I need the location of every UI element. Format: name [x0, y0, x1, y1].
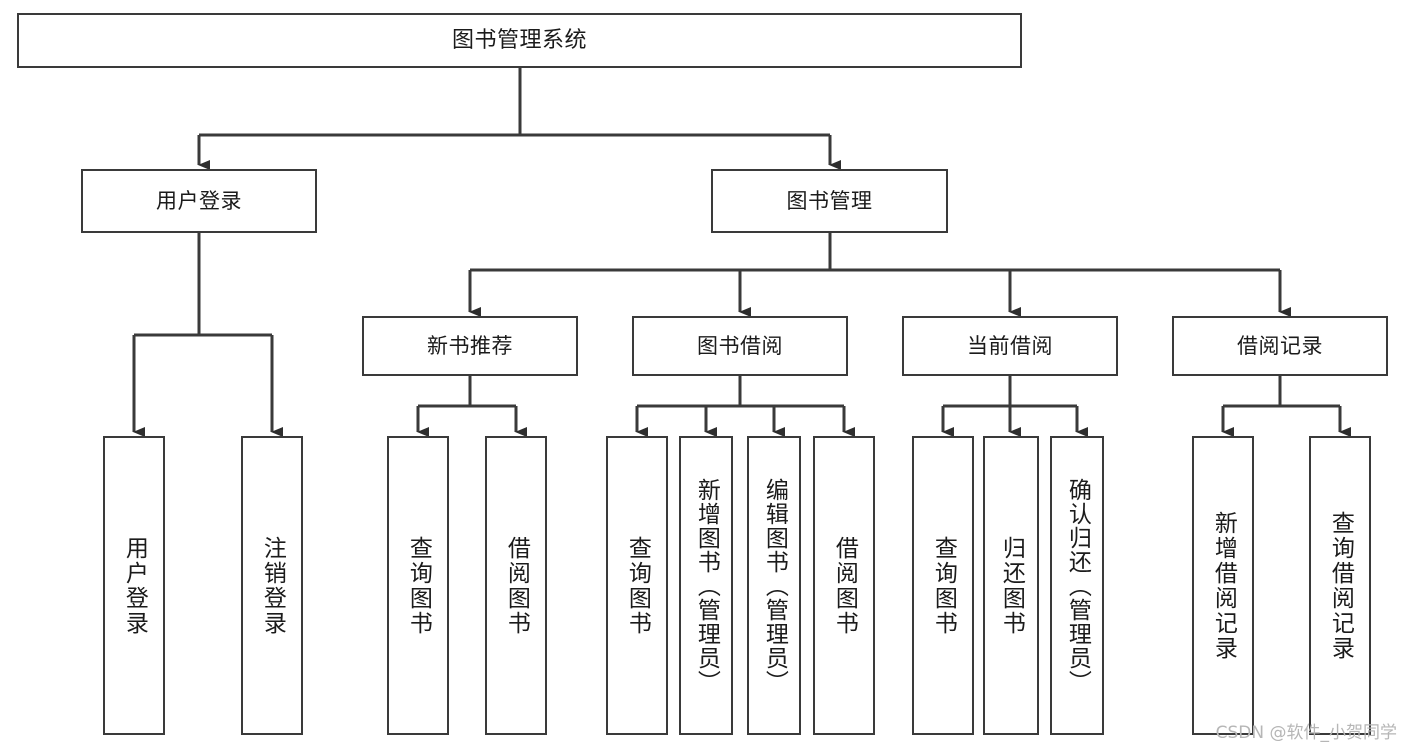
node-label: 新增图书（管理员）: [693, 477, 720, 694]
node-label: 查询图书: [930, 535, 957, 636]
leaf-add-book-admin[interactable]: 新增图书（管理员）: [679, 436, 733, 735]
leaf-return-book[interactable]: 归还图书: [983, 436, 1039, 735]
node-label: 查询借阅记录: [1327, 510, 1354, 661]
node-root-book-management-system[interactable]: 图书管理系统: [17, 13, 1022, 68]
leaf-user-login[interactable]: 用户登录: [103, 436, 165, 735]
csdn-watermark: CSDN @软件_小贺同学: [1215, 723, 1397, 743]
leaf-add-borrow-record[interactable]: 新增借阅记录: [1192, 436, 1254, 735]
node-new-book-recommend[interactable]: 新书推荐: [362, 316, 578, 376]
node-label: 新增借阅记录: [1210, 510, 1237, 661]
node-label: 图书借阅: [697, 333, 783, 358]
node-book-borrow[interactable]: 图书借阅: [632, 316, 848, 376]
leaf-query-borrow-record[interactable]: 查询借阅记录: [1309, 436, 1371, 735]
node-label: 图书管理: [786, 188, 873, 213]
leaf-query-book-current[interactable]: 查询图书: [912, 436, 974, 735]
node-label: 借阅记录: [1237, 333, 1323, 358]
node-label: 新书推荐: [427, 333, 513, 358]
node-label: 借阅图书: [503, 535, 530, 636]
node-label: 确认归还（管理员）: [1064, 477, 1091, 694]
node-label: 借阅图书: [831, 535, 858, 636]
node-label: 用户登录: [121, 535, 148, 636]
node-user-login[interactable]: 用户登录: [81, 169, 317, 233]
node-borrow-record[interactable]: 借阅记录: [1172, 316, 1388, 376]
node-label: 注销登录: [259, 535, 286, 636]
leaf-query-book-recommend[interactable]: 查询图书: [387, 436, 449, 735]
node-label: 查询图书: [405, 535, 432, 636]
node-label: 图书管理系统: [451, 27, 587, 53]
leaf-confirm-return-admin[interactable]: 确认归还（管理员）: [1050, 436, 1104, 735]
node-current-borrow[interactable]: 当前借阅: [902, 316, 1118, 376]
leaf-borrow-book-recommend[interactable]: 借阅图书: [485, 436, 547, 735]
node-label: 用户登录: [156, 188, 242, 213]
node-label: 编辑图书（管理员）: [761, 477, 788, 694]
leaf-query-book-borrow[interactable]: 查询图书: [606, 436, 668, 735]
leaf-logout[interactable]: 注销登录: [241, 436, 303, 735]
node-book-management[interactable]: 图书管理: [711, 169, 948, 233]
leaf-borrow-book[interactable]: 借阅图书: [813, 436, 875, 735]
node-label: 查询图书: [624, 535, 651, 636]
leaf-edit-book-admin[interactable]: 编辑图书（管理员）: [747, 436, 801, 735]
node-label: 当前借阅: [967, 333, 1053, 358]
node-label: 归还图书: [998, 535, 1025, 636]
